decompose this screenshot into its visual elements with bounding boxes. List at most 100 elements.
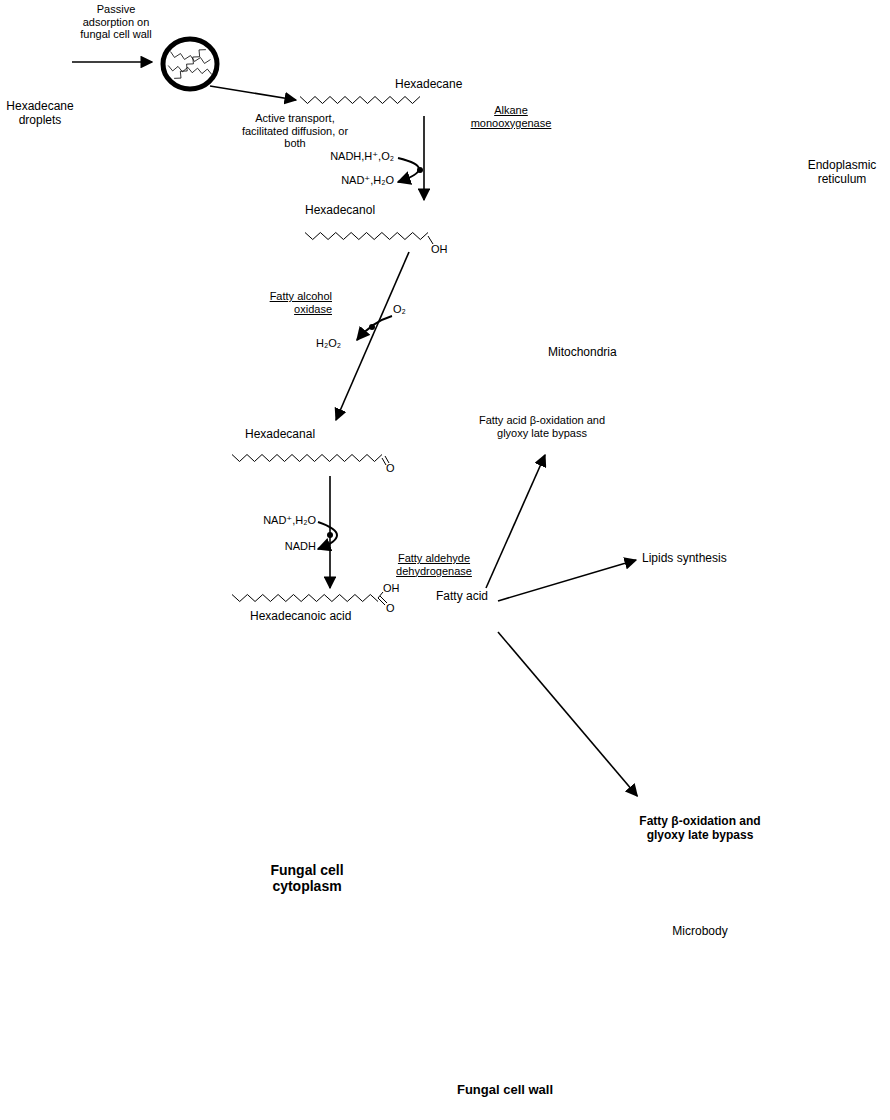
cofactor-arrow: [398, 158, 419, 182]
text-holder: Hexadecane: [395, 78, 462, 92]
alkane-chain: [16, 66, 62, 75]
label-holder: O₂: [393, 303, 406, 316]
er-lumen: [445, 178, 608, 198]
text-holder: Mitochondria: [548, 346, 617, 360]
pathway-arrow: [329, 476, 331, 588]
alkane-chain: [174, 50, 206, 79]
text-holder: Fatty acid β-oxidation and glyoxy late b…: [477, 414, 607, 439]
wall-fill: [169, 23, 881, 1109]
molecule: Hexadecanal: [228, 420, 408, 476]
molecule: Hexadecanol: [300, 200, 440, 252]
wall-hatching: [169, 23, 881, 1109]
er-cisterna: [445, 178, 608, 198]
cofactor-arrow: [357, 316, 392, 340]
text-holder: Lipids synthesis: [642, 552, 727, 566]
pathway-label: Lipids synthesis: [640, 550, 750, 570]
node-text: Mitochondria: [548, 346, 617, 360]
microbody-outline: [606, 776, 794, 964]
node-text: Lipids synthesis: [642, 552, 727, 566]
label-holder: OH: [431, 243, 448, 256]
cofactor-label: O: [386, 462, 395, 475]
carbon-chain: [300, 97, 420, 104]
cofactor-label: OH: [383, 582, 400, 595]
edge-label: Passive adsorption on fungal cell wall: [78, 3, 154, 41]
molecule: Hexadecane: [298, 76, 494, 116]
cofactor-label: H₂O₂: [316, 337, 341, 350]
er-lumen: [445, 204, 608, 224]
label-holder: NADH: [248, 540, 316, 553]
cristae: [422, 345, 532, 408]
adsorbed-droplet: [163, 39, 217, 89]
er-lumen: [445, 152, 608, 172]
vesicle: [585, 303, 595, 313]
er-cisterna: [445, 230, 608, 250]
cofactor-label: O: [386, 602, 395, 615]
node-text: Hexadecanal: [245, 428, 315, 442]
er-lumen: [445, 230, 608, 250]
pathway-arrow: [336, 252, 409, 420]
cell-wall: HexadecaneEndoplasmic reticulumHexadecan…: [168, 22, 882, 1110]
wall-outline: [168, 22, 882, 1110]
label-holder: O: [386, 602, 395, 615]
edge-label-holder: Passive adsorption on fungal cell wall: [78, 3, 154, 41]
cofactor-label: NADH,H⁺,O₂: [330, 150, 394, 163]
microbody: Fatty β-oxidation and glyoxy late bypass…: [605, 775, 795, 965]
text-holder: Fungal cell cytoplasm: [240, 862, 374, 894]
droplet-outline: [12, 34, 68, 90]
pathway-arrow: [498, 560, 636, 601]
label-holder: H₂O₂: [316, 337, 341, 350]
text-holder: Hexadecane droplets: [2, 100, 78, 128]
text-holder: Endoplasmic reticulum: [802, 158, 882, 188]
node-text: Hexadecane droplets: [2, 100, 78, 128]
edge-label: Fatty aldehyde dehydrogenase: [388, 552, 480, 577]
alkane-chain: [168, 66, 212, 75]
molecule: Hexadecanoic acid Fatty acid: [228, 588, 498, 632]
label-holder: OH: [383, 582, 400, 595]
vesicle: [606, 280, 618, 292]
cytoplasm-region: HexadecaneEndoplasmic reticulumHexadecan…: [222, 75, 828, 1058]
pathway-arrow: [423, 116, 425, 200]
mitochondrion: MitochondriaFatty acid β-oxidation and g…: [405, 304, 679, 546]
text-holder: Microbody: [650, 925, 750, 939]
text-holder: Hexadecanol: [305, 204, 375, 218]
node-text: Hexadecanoic acid: [250, 610, 351, 624]
cofactor-label: O₂: [393, 303, 406, 316]
cofactor-label: OH: [431, 243, 448, 256]
bond: [428, 236, 433, 244]
cofactor-label: NAD⁺,H₂O: [341, 174, 394, 187]
label-holder: NAD⁺,H₂O: [248, 514, 316, 527]
node-text: Fungal cell wall: [453, 1082, 557, 1099]
node-text: Hexadecane: [395, 78, 462, 92]
edge-label-holder: Alkane monooxygenase: [466, 104, 556, 129]
cristae: [462, 444, 654, 534]
alkane-chain: [170, 52, 210, 64]
hexadecane-droplet: Hexadecane droplets: [2, 30, 78, 142]
bond: [378, 596, 387, 605]
edge-label-holder: Fatty aldehyde dehydrogenase: [388, 552, 480, 577]
node-text: Fatty acid: [436, 590, 488, 604]
pathway-arrow: [72, 61, 152, 63]
text-holder: Hexadecanal: [245, 428, 315, 442]
endoplasmic-reticulum: Endoplasmic reticulum: [430, 128, 880, 338]
edge-label-holder: Fatty alcohol oxidase: [232, 290, 332, 315]
edge-label: Fatty alcohol oxidase: [232, 290, 332, 315]
pathway-arrow: [498, 632, 637, 796]
outer-membrane: [405, 304, 679, 546]
cofactor-label: NAD⁺,H₂O: [263, 514, 316, 527]
edge-label: Alkane monooxygenase: [466, 104, 556, 129]
er-lumen: [445, 256, 608, 276]
text-holder: Hexadecanoic acid: [250, 610, 351, 624]
label-holder: NADH,H⁺,O₂: [298, 150, 394, 163]
carbon-chain: [305, 233, 428, 240]
alkane-chain: [20, 50, 56, 78]
cofactor-arrow: [318, 522, 337, 549]
reaction-dot: [417, 167, 423, 173]
text-holder: Fatty acid: [436, 590, 488, 604]
cofactor-label: NADH: [285, 540, 316, 553]
node-text: Endoplasmic reticulum: [802, 158, 882, 188]
pathway-arrow: [486, 455, 545, 588]
node-text: Fatty β-oxidation and glyoxy late bypass: [625, 815, 775, 843]
node-text: Fungal cell cytoplasm: [240, 862, 374, 894]
er-cisterna: [445, 152, 608, 172]
vesicle: [561, 293, 575, 307]
